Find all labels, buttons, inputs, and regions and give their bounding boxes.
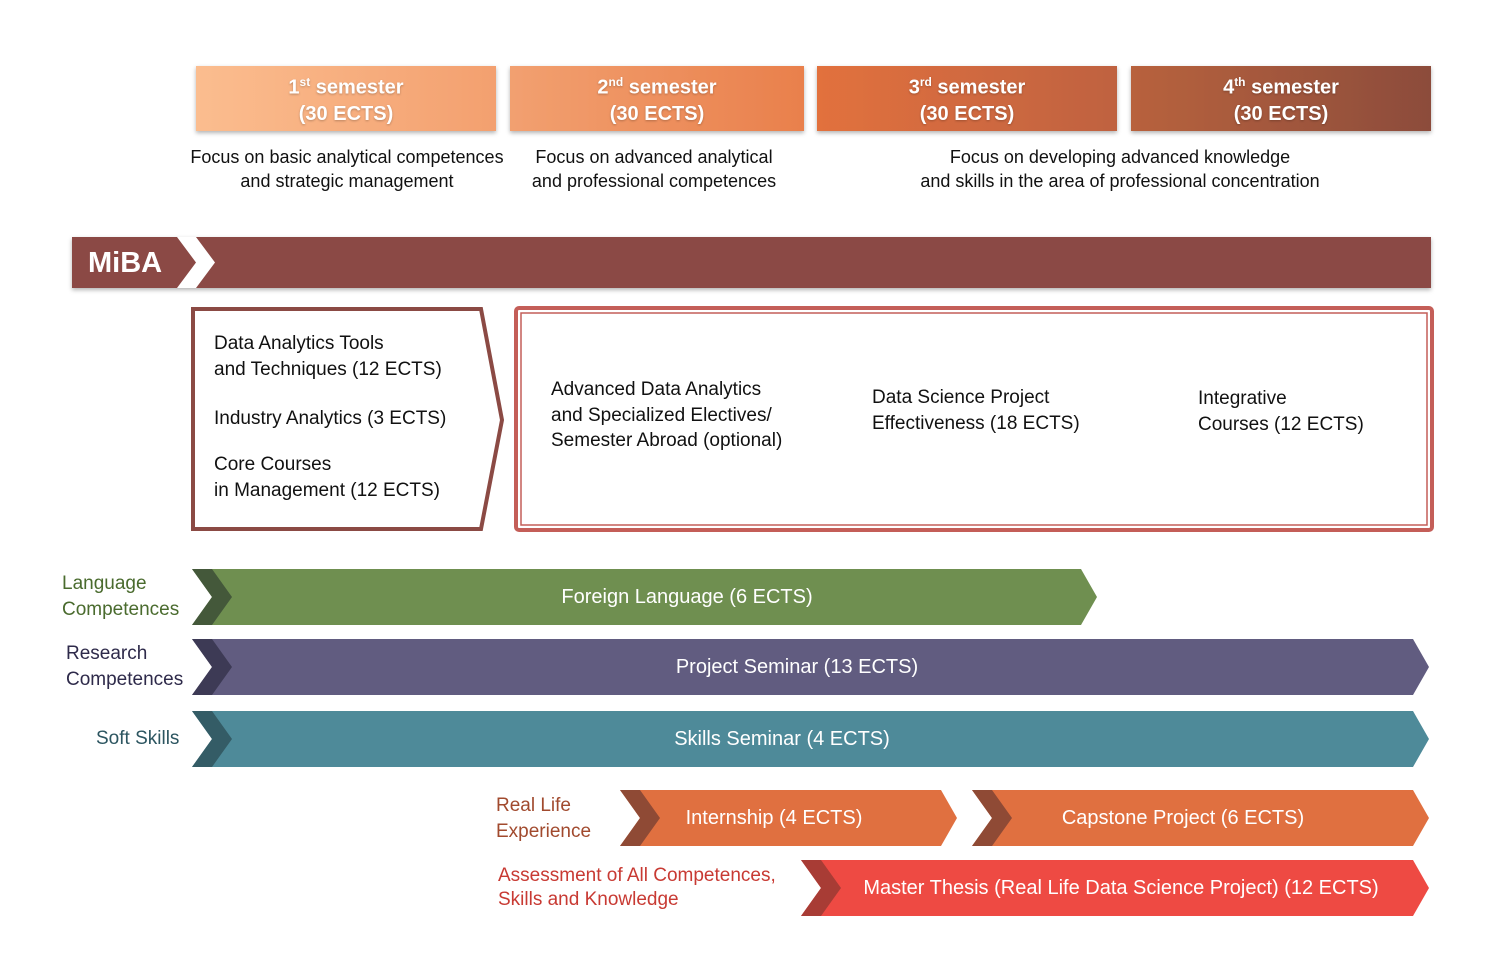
research-bar [192,639,1429,695]
semester-3-box [817,66,1117,131]
master-thesis-bar-label: Master Thesis (Real Life Data Science Pr… [863,876,1379,899]
capstone-bar [972,790,1429,846]
language-bar [192,569,1097,625]
internship-bar [620,790,957,846]
soft-skills-bar [192,711,1429,767]
assessment-label: Assessment of All Competences,Skills and… [498,865,776,910]
semester-2-box [510,66,804,131]
semester-1-box [196,66,496,131]
semester-4-box [1131,66,1431,131]
course-industry-analytics: Industry Analytics (3 ECTS) [214,408,447,429]
soft-skills-label: Soft Skills [96,728,180,749]
research-bar-label: Project Seminar (13 ECTS) [675,655,919,678]
program-title: MiBA [88,247,163,279]
semester-1-header: 1st semester (30 ECTS) [288,74,404,126]
semester-3-header: 3rd semester (30 ECTS) [908,74,1026,126]
semester-4-header: 4th semester (30 ECTS) [1223,74,1339,126]
miba-band [72,237,1431,288]
internship-bar-label: Internship (4 ECTS) [685,806,863,829]
soft-skills-bar-label: Skills Seminar (4 ECTS) [674,727,890,750]
second-year-box [514,306,1434,532]
capstone-bar-label: Capstone Project (6 ECTS) [1061,806,1305,829]
semester-2-header: 2nd semester (30 ECTS) [597,74,717,126]
language-bar-label: Foreign Language (6 ECTS) [561,585,813,608]
first-year-box [191,307,505,531]
miba-chevron [177,237,215,288]
master-thesis-bar [801,860,1429,916]
